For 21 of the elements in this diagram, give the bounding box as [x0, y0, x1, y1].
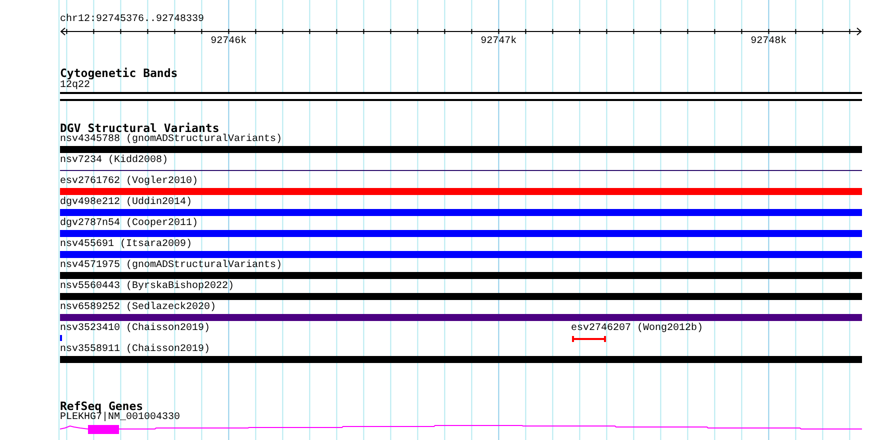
variant-label: nsv4571975 (gnomADStructuralVariants) — [60, 260, 282, 272]
variant-label: nsv5560443 (ByrskaBishop2022) — [60, 281, 234, 293]
coordinate-range: chr12:92745376..92748339 — [60, 14, 204, 26]
variant-label: nsv7234 (Kidd2008) — [60, 155, 168, 167]
variant-label: esv2761762 (Vogler2010) — [60, 176, 198, 188]
variant-label: nsv3523410 (Chaisson2019) — [60, 323, 210, 335]
variant-label: esv2746207 (Wong2012b) — [571, 323, 704, 335]
track-heading: Cytogenetic Bands — [60, 66, 178, 80]
variant-label: nsv3558911 (Chaisson2019) — [60, 344, 210, 356]
band-label: 12q22 — [60, 80, 90, 92]
variant-label: dgv498e212 (Uddin2014) — [60, 197, 192, 209]
gene-label: PLEKHG7|NM_001004330 — [60, 412, 180, 424]
variant-label: dgv2787n54 (Cooper2011) — [60, 218, 198, 230]
tick-label: 92748k — [750, 36, 787, 48]
track-heading: RefSeq Genes — [60, 399, 144, 413]
variant-label: nsv6589252 (Sedlazeck2020) — [60, 302, 216, 314]
track-heading: DGV Structural Variants — [60, 121, 220, 135]
tick-label: 92747k — [480, 36, 517, 48]
variant-label: nsv455691 (Itsara2009) — [60, 239, 192, 251]
variant-label: nsv4345788 (gnomADStructuralVariants) — [60, 134, 282, 146]
tick-label: 92746k — [210, 36, 247, 48]
